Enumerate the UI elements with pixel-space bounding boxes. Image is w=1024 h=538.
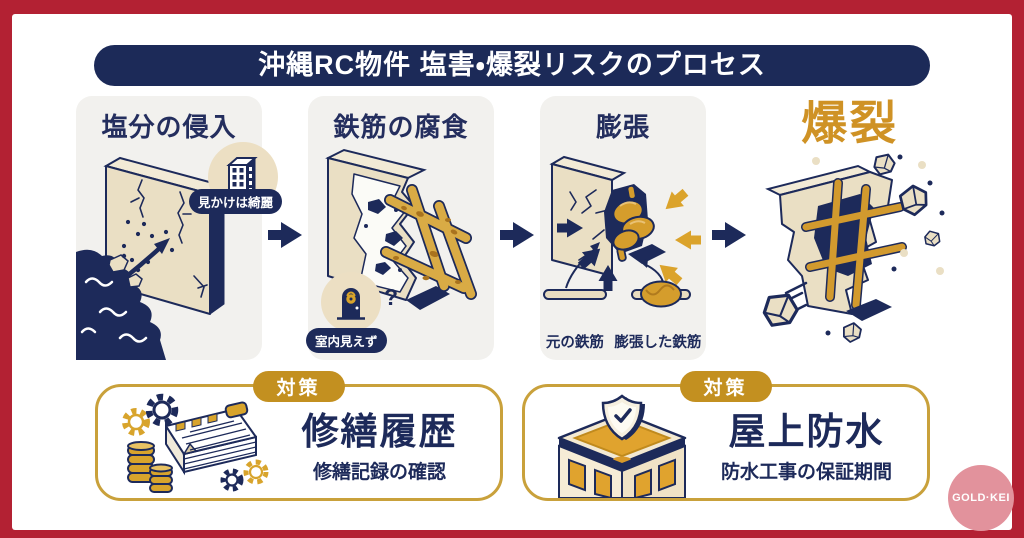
expansion-illustration	[543, 155, 701, 308]
waterproof-roof-shield-icon	[547, 388, 697, 498]
locked-door-icon	[321, 272, 381, 332]
step-burst: 爆裂	[752, 96, 948, 354]
countermeasure-box-roof-waterproofing: 対策	[521, 371, 930, 501]
countermeasure-title: 屋上防水	[728, 411, 885, 452]
waterproof-roof-illustration	[557, 393, 686, 498]
countermeasure-badge: 対策	[679, 371, 772, 402]
burst-wall	[762, 153, 945, 343]
step-title: 鉄筋の腐食	[333, 112, 469, 142]
step-title: 塩分の侵入	[101, 112, 237, 142]
door-glyph	[337, 288, 365, 320]
step-note-badge: 室内見えず	[306, 328, 387, 353]
countermeasure-subtitle: 修繕記録の確認	[312, 462, 446, 483]
expanding-wall	[543, 155, 701, 308]
rusted-rebar-grid	[380, 184, 477, 300]
repair-records-illustration	[121, 393, 268, 493]
step-title: 膨張	[595, 112, 650, 142]
rebar-corrosion-illustration	[325, 148, 477, 310]
expanded-rebar-label: 膨張した鉄筋	[614, 335, 702, 351]
original-rebar-label: 元の鉄筋	[545, 335, 604, 351]
gear-icon	[220, 459, 268, 491]
arrow-right-icon	[268, 222, 302, 248]
infographic-canvas: 沖縄RC物件 塩害・爆裂リスクのプロセス 塩分の侵入	[12, 14, 1014, 531]
countermeasure-title: 修繕履歴	[301, 411, 458, 452]
question-mark: ?	[384, 284, 399, 310]
documents-icon	[164, 400, 257, 475]
title-banner: 沖縄RC物件 塩害・爆裂リスクのプロセス	[94, 45, 930, 86]
logo-text: GOLD·KEI	[952, 492, 1010, 504]
countermeasures-row: 対策	[12, 371, 1012, 501]
arrow-right-icon	[500, 222, 534, 248]
repair-records-icon	[120, 388, 270, 498]
step-card-rebar-corrosion: 鉄筋の腐食	[306, 96, 494, 360]
arrow-right-icon	[712, 222, 746, 248]
rebar-legend: 元の鉄筋 膨張した鉄筋	[540, 331, 706, 352]
coins-icon	[126, 440, 173, 493]
process-row: 塩分の侵入	[12, 96, 1012, 360]
rebar-legend-glyphs	[543, 242, 691, 308]
step-card-salt-intrusion: 塩分の侵入	[76, 96, 282, 360]
countermeasure-subtitle: 防水工事の保証期間	[720, 462, 892, 483]
burst-illustration	[762, 153, 945, 343]
goldkei-logo: GOLD·KEI	[948, 465, 1014, 531]
gear-icon	[121, 393, 178, 436]
pressure-arrows	[557, 188, 701, 291]
step-note-badge: 見かけは綺麗	[188, 189, 282, 214]
countermeasure-text: 修繕履歴 修繕記録の確認	[270, 401, 490, 484]
sea-wave	[76, 249, 166, 360]
salt-intrusion-illustration	[76, 156, 227, 360]
corroded-wall	[325, 148, 477, 310]
step-title: 爆裂	[801, 97, 899, 149]
page-title: 沖縄RC物件 塩害・爆裂リスクのプロセス	[258, 50, 766, 80]
countermeasure-text: 屋上防水 防水工事の保証期間	[697, 401, 917, 484]
step-card-expansion: 膨張	[540, 96, 706, 360]
building-roof	[557, 411, 686, 498]
countermeasure-box-repair-history: 対策	[94, 371, 503, 501]
countermeasure-badge: 対策	[252, 371, 345, 402]
shield-check-icon	[601, 393, 645, 440]
